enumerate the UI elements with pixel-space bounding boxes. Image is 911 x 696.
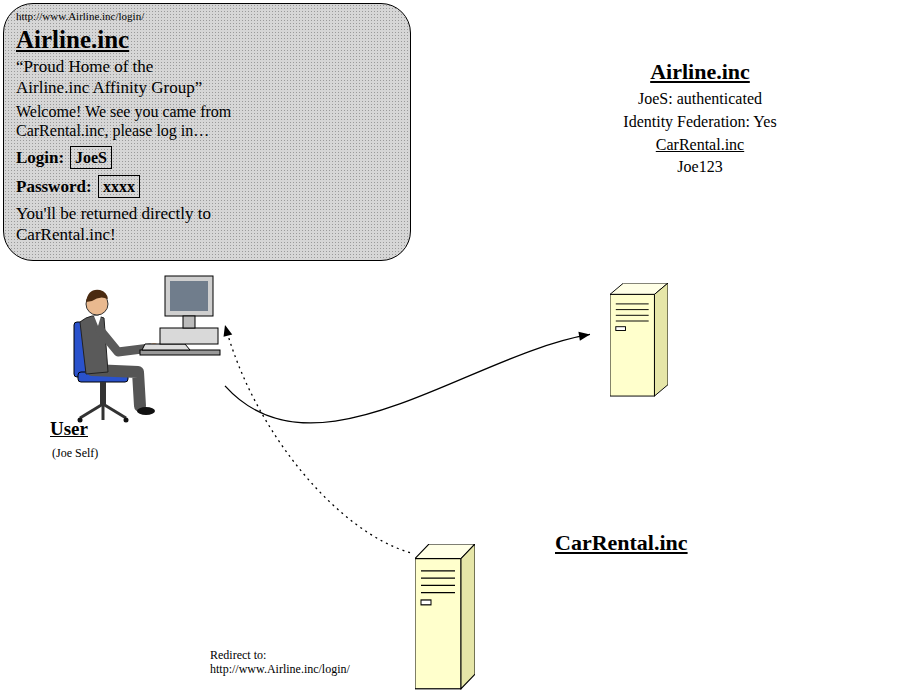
actor-note: (Joe Self) <box>52 446 98 460</box>
user-at-computer-part <box>86 290 108 302</box>
field-value: xxxx <box>103 177 135 196</box>
user-at-computer-part <box>80 404 103 418</box>
edge-label: Redirect to: http://www.Airline.inc/logi… <box>210 648 395 677</box>
connector-line <box>225 334 590 423</box>
server-icon-part <box>610 283 668 396</box>
user-at-computer-part <box>170 281 208 311</box>
federated-id: Joe123 <box>677 157 722 176</box>
server-icon-part <box>415 544 475 689</box>
connector-line <box>225 325 410 553</box>
text-input: JoeS <box>70 146 112 169</box>
user-at-computer-part <box>183 316 195 328</box>
arrowhead <box>578 332 590 341</box>
text-input: xxxx <box>98 175 140 198</box>
server-name: Airline.inc <box>650 59 750 85</box>
user-at-computer-part <box>165 276 213 316</box>
user-at-computer-part <box>142 344 190 350</box>
server-icon <box>415 544 475 689</box>
user-at-computer-part <box>102 404 105 420</box>
return-note: You'll be returned directly to CarRental… <box>16 204 246 245</box>
page-heading: Airline.inc <box>16 25 129 55</box>
user-at-computer-part <box>92 370 140 406</box>
field-value: JoeS <box>75 148 107 167</box>
tagline: “Proud Home of the Airline.inc Affinity … <box>16 57 216 98</box>
user-at-computer-part <box>94 316 101 326</box>
welcome-text: Welcome! We see you came from CarRental.… <box>16 102 266 140</box>
user-node: User (Joe Self) <box>40 262 225 472</box>
actor-name: User <box>50 418 88 441</box>
user-at-computer-part <box>80 316 108 374</box>
status-text: Identity Federation: Yes <box>623 112 776 131</box>
user-at-computer-part <box>160 328 218 344</box>
partner-name: CarRental.inc <box>656 135 744 154</box>
connector <box>224 325 410 553</box>
arrowhead <box>224 325 233 337</box>
user-at-computer-part <box>137 407 155 415</box>
server-icon <box>610 283 668 396</box>
connector <box>225 332 590 423</box>
url-text: http://www.Airline.inc/login/ <box>16 10 144 23</box>
carrental-server: CarRental.inc <box>410 528 740 692</box>
server-name: CarRental.inc <box>555 530 688 556</box>
user-at-computer-part <box>103 404 126 418</box>
user-at-computer-part <box>100 382 106 404</box>
user-at-computer-part <box>124 418 129 423</box>
field-label: Password: <box>16 177 92 197</box>
user-at-computer-part <box>140 350 220 355</box>
airline-server: Airline.incJoeS: authenticatedIdentity F… <box>590 55 810 400</box>
status-text: JoeS: authenticated <box>638 89 762 108</box>
field-label: Login: <box>16 148 64 168</box>
user-at-computer <box>74 276 220 423</box>
login-page-panel: http://www.Airline.inc/login/Airline.inc… <box>3 3 411 261</box>
